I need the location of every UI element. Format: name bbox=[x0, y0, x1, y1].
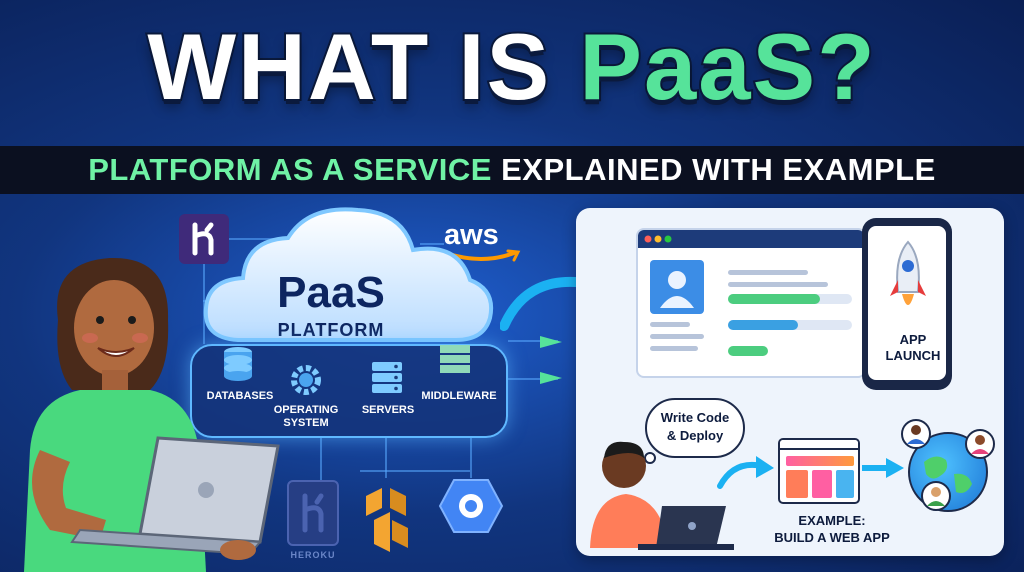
browser-title-bar bbox=[638, 230, 864, 248]
mini-web-app-window bbox=[778, 438, 860, 504]
cloud-subtitle: PLATFORM bbox=[277, 320, 385, 340]
google-app-engine-icon bbox=[438, 479, 504, 533]
speech-bubble: Write Code & Deploy bbox=[645, 398, 745, 458]
users-around-globe-icon bbox=[901, 419, 995, 511]
title-part-white: WHAT IS bbox=[145, 12, 580, 121]
user-profile-icon bbox=[650, 260, 704, 314]
aws-lambda-icon bbox=[366, 488, 408, 552]
progress-bar-1 bbox=[728, 294, 852, 304]
heroku-icon bbox=[179, 214, 229, 264]
aws-wordmark: aws bbox=[444, 219, 499, 251]
middleware-icon bbox=[440, 345, 470, 373]
subtitle-green: PLATFORM AS A SERVICE bbox=[88, 152, 492, 187]
rocket-icon bbox=[890, 240, 926, 305]
operating-system-label: OPERATING SYSTEM bbox=[273, 404, 339, 429]
arrow-icon bbox=[717, 456, 774, 489]
heroku-bottom-label: HEROKU bbox=[290, 550, 336, 560]
database-icon bbox=[224, 347, 252, 381]
developer-illustration bbox=[590, 441, 734, 550]
cloud-title: PaaS bbox=[277, 268, 385, 317]
middleware-label: MIDDLEWARE bbox=[421, 390, 497, 402]
progress-bar-2 bbox=[728, 320, 852, 330]
servers-label: SERVERS bbox=[361, 404, 415, 416]
phone-device: APP LAUNCH bbox=[862, 218, 952, 390]
server-icon bbox=[372, 362, 402, 393]
app-launch-label: APP LAUNCH bbox=[885, 332, 941, 363]
progress-bar-3 bbox=[728, 346, 768, 356]
gear-icon bbox=[291, 365, 321, 395]
web-app-window bbox=[636, 228, 866, 378]
subtitle-band: PLATFORM AS A SERVICE EXPLAINED WITH EXA… bbox=[0, 146, 1024, 194]
cloud-shape bbox=[203, 207, 493, 342]
subtitle-white: EXPLAINED WITH EXAMPLE bbox=[491, 152, 936, 187]
platform-panel: DATABASES OPERATING SYSTEM SERVERS MIDDL… bbox=[190, 344, 508, 438]
phone-screen: APP LAUNCH bbox=[868, 226, 946, 380]
page-title: WHAT IS PaaS? bbox=[0, 12, 1024, 122]
green-arrows-icon bbox=[540, 336, 562, 384]
double-arrow-icon bbox=[862, 458, 904, 478]
example-caption: EXAMPLE: BUILD A WEB APP bbox=[774, 513, 890, 545]
title-part-green: PaaS? bbox=[577, 12, 877, 121]
heroku-bottom-icon bbox=[287, 480, 339, 546]
databases-label: DATABASES bbox=[206, 390, 274, 402]
woman-with-laptop-illustration bbox=[24, 257, 280, 572]
